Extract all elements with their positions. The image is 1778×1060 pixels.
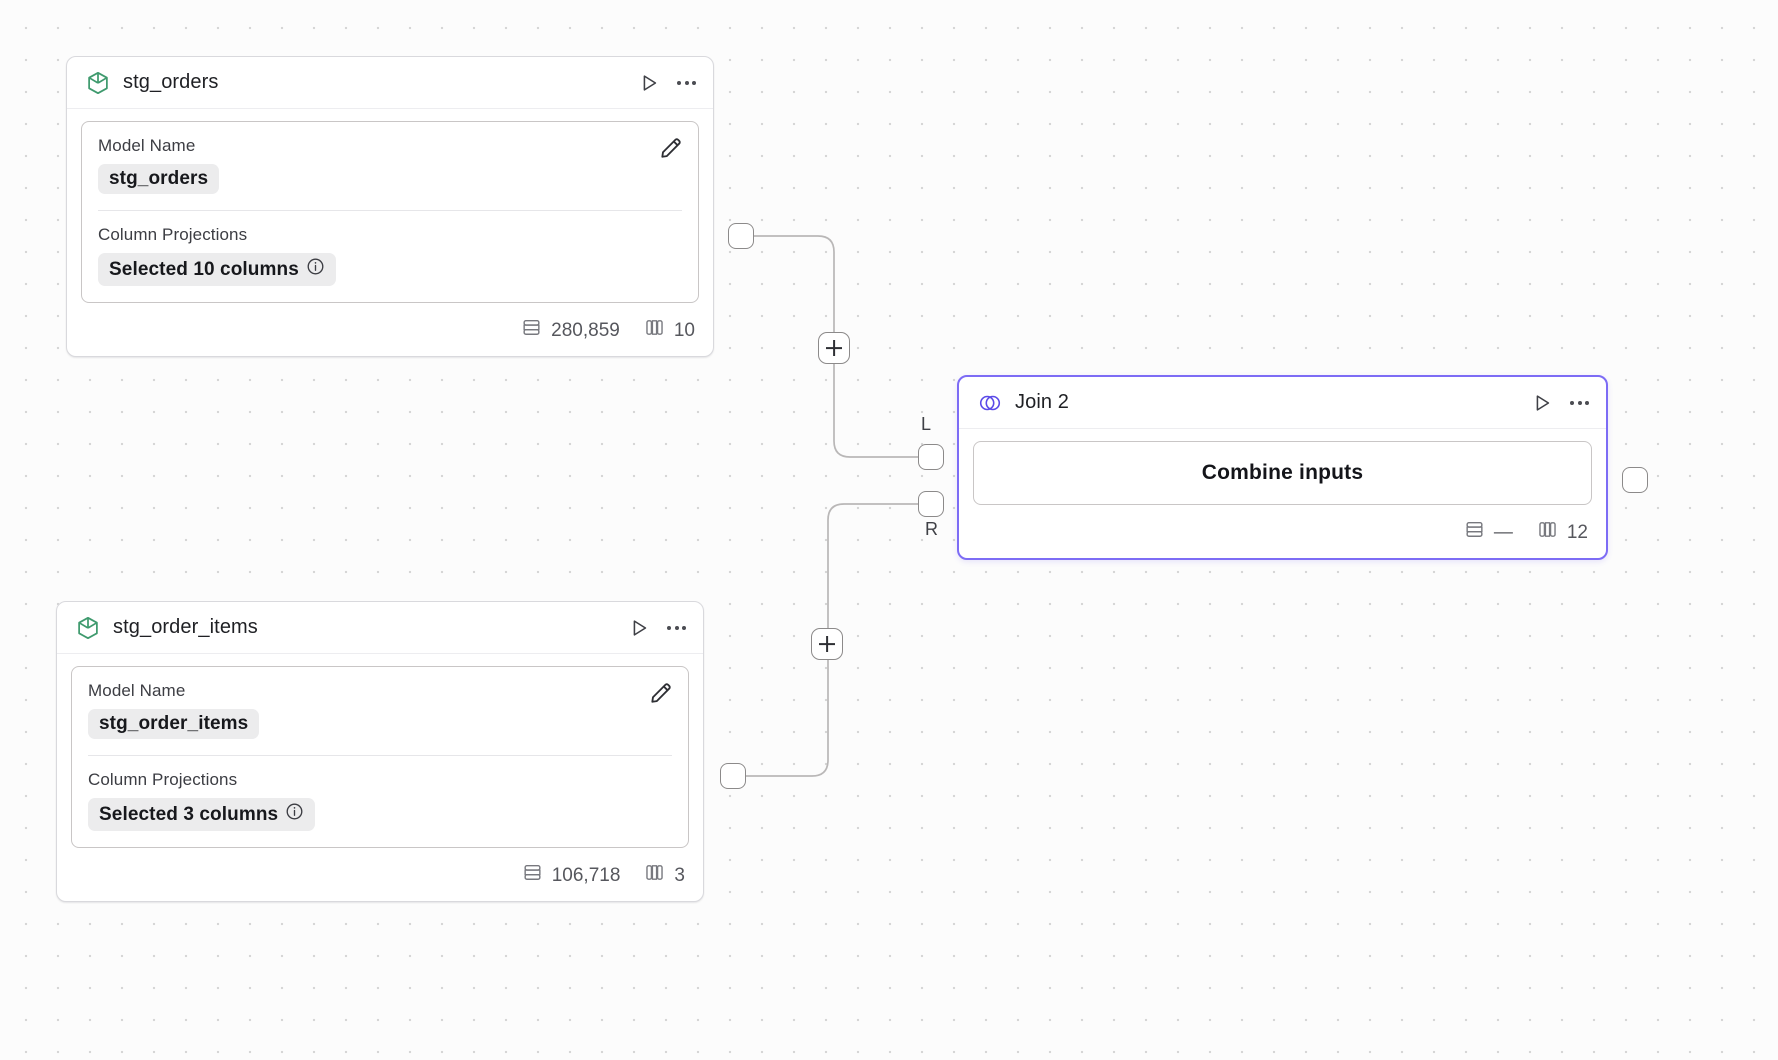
column-count-stat: 12	[1537, 519, 1588, 546]
cube-icon	[85, 70, 111, 96]
model-name-label: Model Name	[98, 136, 196, 155]
node-title: stg_orders	[123, 71, 219, 93]
node-body: Model Name stg_orders Column Projections…	[67, 109, 713, 309]
row-count-stat: —	[1464, 519, 1513, 546]
column-projections-value[interactable]: Selected 10 columns	[98, 253, 336, 286]
column-projections-label: Column Projections	[88, 770, 238, 789]
info-icon[interactable]	[285, 802, 304, 827]
node-stg-order-items[interactable]: stg_order_items	[56, 601, 704, 902]
port-label-left: L	[921, 414, 932, 434]
model-name-value[interactable]: stg_orders	[98, 164, 220, 194]
port-output-stg-order-items[interactable]	[720, 763, 746, 789]
port-label-right: R	[925, 519, 938, 539]
port-input-right[interactable]	[918, 491, 944, 517]
node-footer: — 12	[959, 511, 1606, 558]
model-name-label: Model Name	[88, 681, 186, 700]
node-footer: 280,859 10	[67, 309, 713, 356]
row-count-value: 280,859	[551, 319, 620, 341]
column-count-value: 10	[673, 319, 695, 341]
column-count-stat: 3	[644, 862, 685, 889]
row-count-stat: 280,859	[521, 317, 620, 344]
port-output-stg-orders[interactable]	[728, 223, 754, 249]
play-icon[interactable]	[628, 617, 650, 639]
column-projections-text: Selected 3 columns	[99, 803, 279, 825]
column-projections-text: Selected 10 columns	[109, 258, 299, 280]
column-projections-value[interactable]: Selected 3 columns	[88, 798, 316, 831]
port-output-join-2[interactable]	[1622, 467, 1648, 493]
node-stg-orders[interactable]: stg_orders	[66, 56, 714, 357]
rows-icon	[521, 317, 542, 344]
model-name-value[interactable]: stg_order_items	[88, 709, 260, 739]
field-divider	[88, 755, 672, 756]
field-divider	[98, 210, 682, 211]
pencil-icon[interactable]	[648, 680, 674, 711]
column-projections-label: Column Projections	[98, 225, 248, 244]
add-node-on-edge-top-button[interactable]	[818, 332, 850, 364]
pencil-icon[interactable]	[658, 135, 684, 166]
columns-icon	[644, 862, 665, 889]
node-join-2[interactable]: Join 2 Combine inputs	[957, 375, 1608, 560]
rows-icon	[522, 862, 543, 889]
node-header: Join 2	[959, 377, 1606, 429]
port-input-left[interactable]	[918, 444, 944, 470]
venn-join-icon	[977, 390, 1003, 416]
column-count-stat: 10	[644, 317, 695, 344]
model-config-card: Model Name stg_order_items Column Projec…	[71, 666, 689, 848]
node-body: Combine inputs	[959, 429, 1606, 511]
row-count-value: 106,718	[551, 864, 621, 886]
more-options-icon[interactable]	[666, 622, 687, 634]
column-count-value: 3	[674, 864, 685, 886]
cube-icon	[75, 615, 101, 641]
node-footer: 106,718 3	[57, 854, 703, 901]
columns-icon	[644, 317, 665, 344]
rows-icon	[1464, 519, 1485, 546]
row-count-value: —	[1493, 521, 1513, 543]
model-config-card: Model Name stg_orders Column Projections…	[81, 121, 699, 303]
row-count-stat: 106,718	[522, 862, 621, 889]
node-title: Join 2	[1015, 391, 1069, 413]
node-body: Model Name stg_order_items Column Projec…	[57, 654, 703, 854]
info-icon[interactable]	[306, 257, 325, 282]
node-header: stg_order_items	[57, 602, 703, 654]
column-count-value: 12	[1566, 521, 1588, 543]
more-options-icon[interactable]	[676, 77, 697, 89]
columns-icon	[1537, 519, 1558, 546]
add-node-on-edge-bottom-button[interactable]	[811, 628, 843, 660]
combine-inputs-button[interactable]: Combine inputs	[973, 441, 1592, 505]
node-header: stg_orders	[67, 57, 713, 109]
node-title: stg_order_items	[113, 616, 258, 638]
play-icon[interactable]	[638, 72, 660, 94]
play-icon[interactable]	[1531, 392, 1553, 414]
more-options-icon[interactable]	[1569, 397, 1590, 409]
